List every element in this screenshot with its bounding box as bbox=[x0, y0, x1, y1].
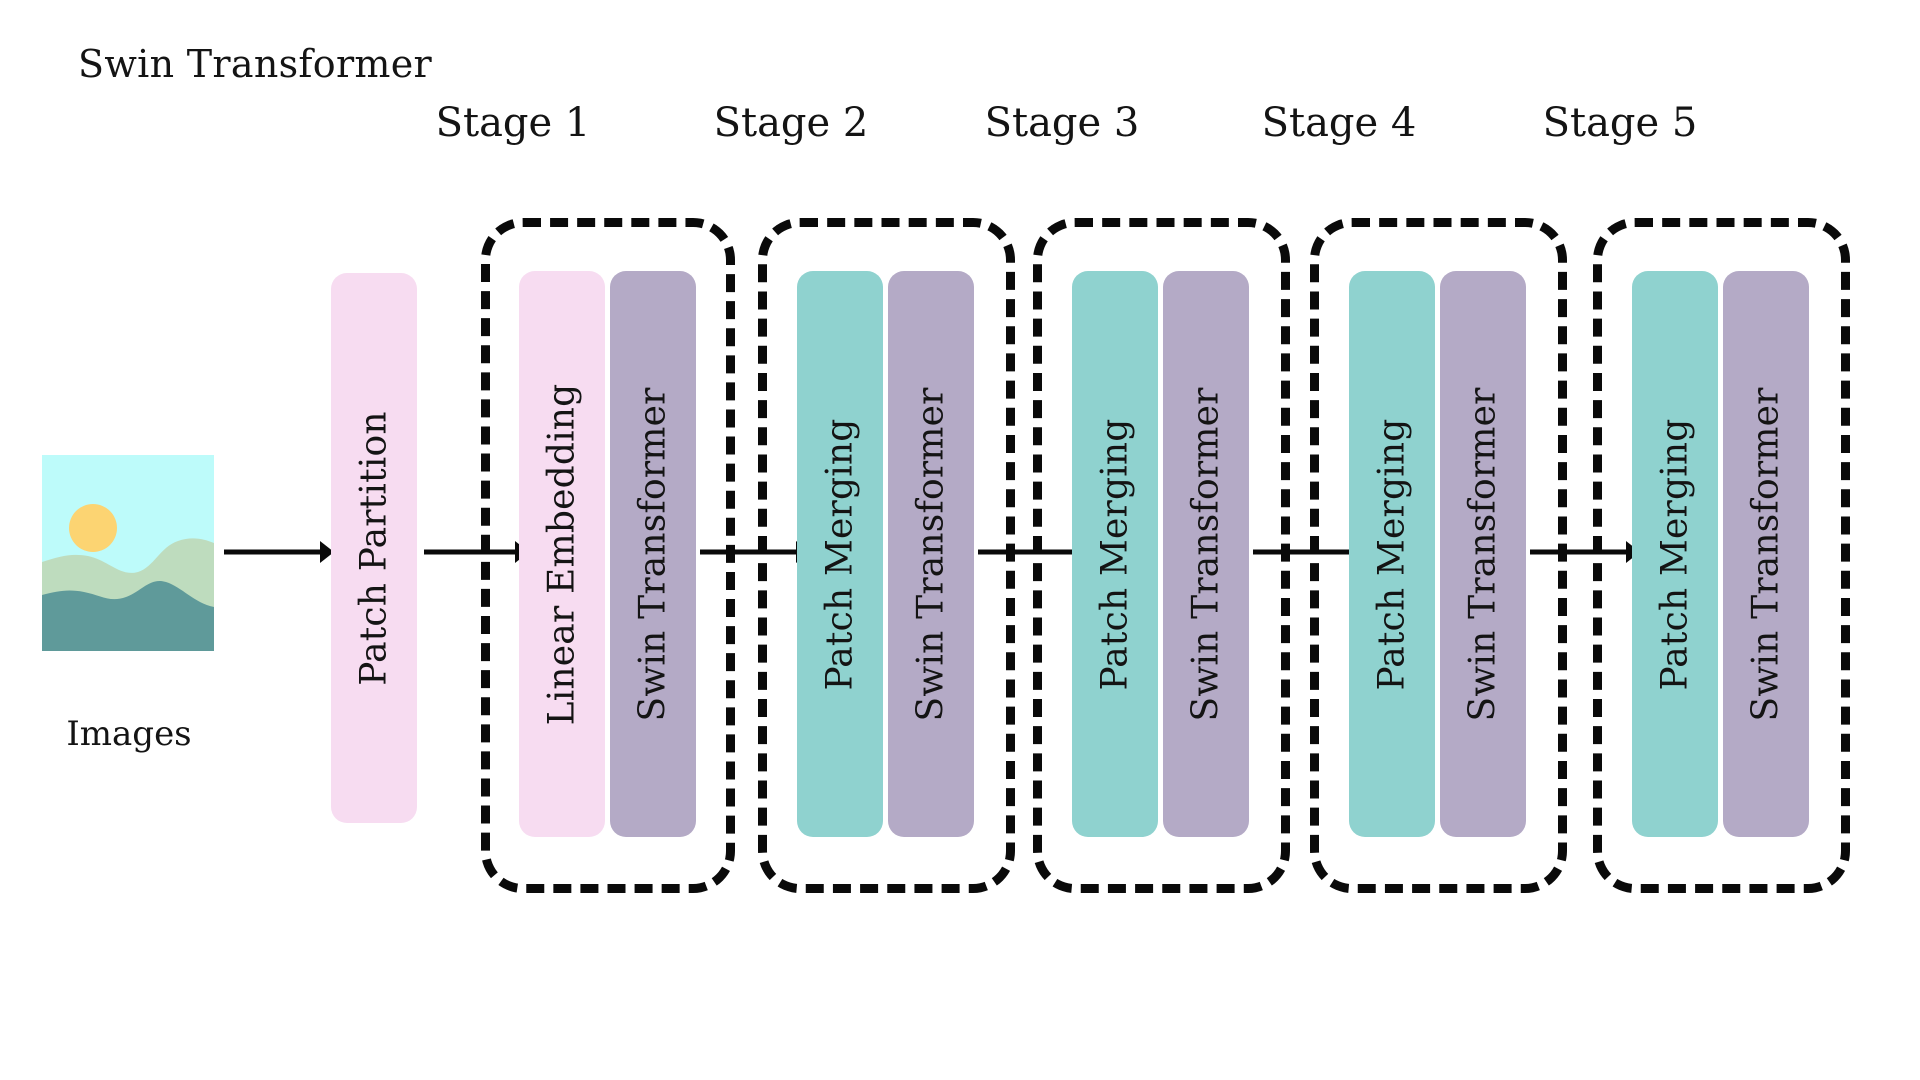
stage-4-block-2-label: Swin Transformer bbox=[1462, 386, 1504, 722]
stage-3-block-2-label: Swin Transformer bbox=[1185, 386, 1227, 722]
stage-1-block-1-label: Linear Embedding bbox=[541, 383, 583, 725]
stage-2-block-1-label: Patch Merging bbox=[819, 417, 861, 691]
stage-container-5 bbox=[1593, 218, 1850, 893]
stage-container-1 bbox=[481, 218, 735, 893]
stage-5-block-1-label: Patch Merging bbox=[1654, 417, 1696, 691]
stage-1-block-2-label: Swin Transformer bbox=[632, 386, 674, 722]
stage-3-block-1-label: Patch Merging bbox=[1094, 417, 1136, 691]
stage-5-block-swin-transformer[interactable]: Swin Transformer bbox=[1723, 271, 1809, 837]
landscape-thumbnail-icon bbox=[42, 455, 214, 651]
stage-4-block-swin-transformer[interactable]: Swin Transformer bbox=[1440, 271, 1526, 837]
stage-caption-5: Stage 5 bbox=[1542, 100, 1698, 146]
stage-4-block-patch-merging[interactable]: Patch Merging bbox=[1349, 271, 1435, 837]
stage-caption-2: Stage 2 bbox=[713, 100, 869, 146]
stage-3-block-patch-merging[interactable]: Patch Merging bbox=[1072, 271, 1158, 837]
stage-caption-3: Stage 3 bbox=[984, 100, 1140, 146]
stage-2-block-swin-transformer[interactable]: Swin Transformer bbox=[888, 271, 974, 837]
stage-1-block-linear-embedding[interactable]: Linear Embedding bbox=[519, 271, 605, 837]
patch-partition-label: Patch Partition bbox=[353, 410, 395, 686]
landscape-thumbnail-svg bbox=[42, 455, 214, 651]
page-title: Swin Transformer bbox=[78, 42, 432, 86]
stage-caption-1: Stage 1 bbox=[435, 100, 591, 146]
stage-2-block-2-label: Swin Transformer bbox=[910, 386, 952, 722]
stage-3-block-swin-transformer[interactable]: Swin Transformer bbox=[1163, 271, 1249, 837]
stage-container-2 bbox=[758, 218, 1015, 893]
stage-container-3 bbox=[1033, 218, 1290, 893]
arrow-images-to-patch-partition bbox=[224, 537, 334, 567]
input-label: Images bbox=[66, 714, 192, 754]
stage-5-block-patch-merging[interactable]: Patch Merging bbox=[1632, 271, 1718, 837]
stage-2-block-patch-merging[interactable]: Patch Merging bbox=[797, 271, 883, 837]
stage-4-block-1-label: Patch Merging bbox=[1371, 417, 1413, 691]
stage-1-block-swin-transformer[interactable]: Swin Transformer bbox=[610, 271, 696, 837]
stage-container-4 bbox=[1310, 218, 1567, 893]
patch-partition-block[interactable]: Patch Partition bbox=[331, 273, 417, 823]
stage-caption-4: Stage 4 bbox=[1261, 100, 1417, 146]
stage-5-block-2-label: Swin Transformer bbox=[1745, 386, 1787, 722]
